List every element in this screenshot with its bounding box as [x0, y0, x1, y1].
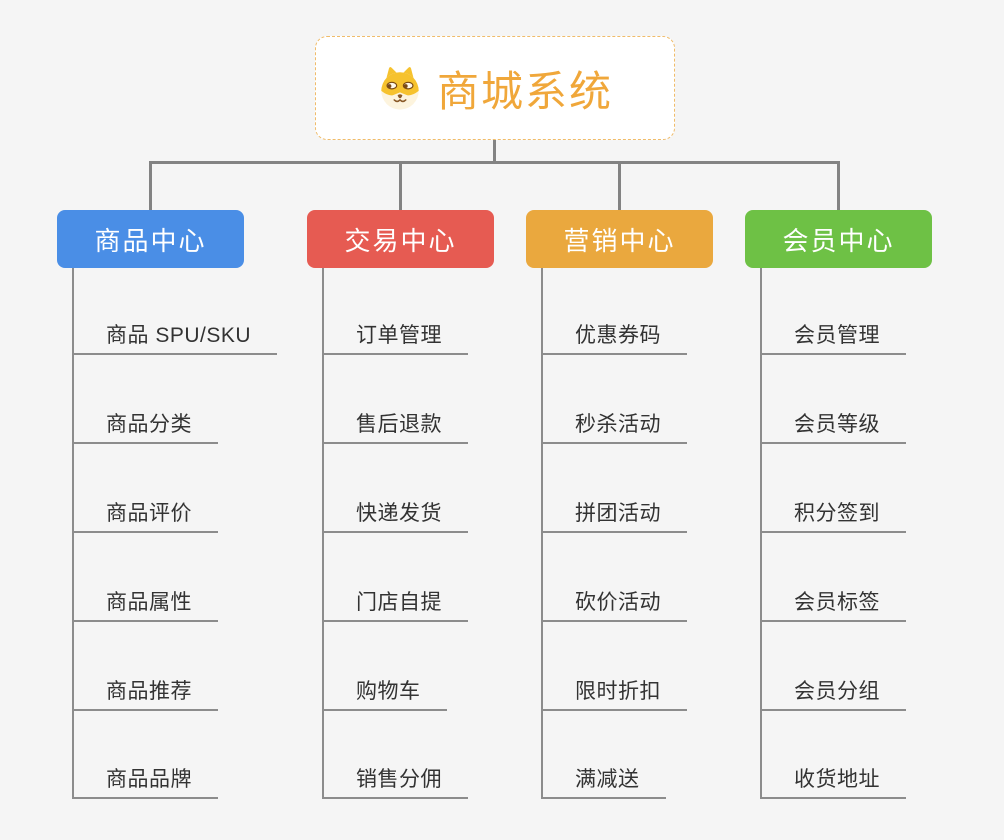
- root-title: 商城系统: [436, 67, 613, 115]
- leaf-node[interactable]: 收货地址: [760, 766, 906, 799]
- branch-trunk-line: [322, 268, 324, 799]
- leaf-node[interactable]: 售后退款: [322, 411, 468, 444]
- branch-node-marketing-center[interactable]: 营销中心: [526, 210, 713, 268]
- leaf-node[interactable]: 商品 SPU/SKU: [72, 322, 278, 355]
- branch-trunk-line: [541, 268, 543, 799]
- leaf-node[interactable]: 商品评价: [72, 500, 218, 533]
- leaf-node[interactable]: 购物车: [322, 678, 447, 711]
- connector-drop-marketing: [618, 161, 621, 210]
- leaf-node[interactable]: 秒杀活动: [541, 411, 687, 444]
- leaf-node[interactable]: 会员标签: [760, 589, 906, 622]
- connector-root-drop: [493, 140, 496, 162]
- branch-node-member-center[interactable]: 会员中心: [745, 210, 932, 268]
- root-node[interactable]: 商城系统: [315, 36, 675, 140]
- leaf-node[interactable]: 销售分佣: [322, 766, 468, 799]
- leaf-node[interactable]: 满减送: [541, 766, 666, 799]
- connector-drop-member: [837, 161, 840, 210]
- leaf-node[interactable]: 商品分类: [72, 411, 218, 444]
- connector-drop-product: [149, 161, 152, 210]
- leaf-node[interactable]: 商品推荐: [72, 678, 218, 711]
- branch-node-product-center[interactable]: 商品中心: [57, 210, 244, 268]
- shiba-dog-icon: [377, 65, 423, 111]
- leaf-node[interactable]: 会员管理: [760, 322, 906, 355]
- leaf-node[interactable]: 优惠券码: [541, 322, 687, 355]
- connector-horizontal-bar: [149, 161, 840, 164]
- leaf-node[interactable]: 拼团活动: [541, 500, 687, 533]
- leaf-node[interactable]: 门店自提: [322, 589, 468, 622]
- connector-drop-trade: [399, 161, 402, 210]
- leaf-node[interactable]: 会员等级: [760, 411, 906, 444]
- leaf-node[interactable]: 砍价活动: [541, 589, 687, 622]
- leaf-node[interactable]: 商品品牌: [72, 766, 218, 799]
- leaf-node[interactable]: 订单管理: [322, 322, 468, 355]
- leaf-node[interactable]: 会员分组: [760, 678, 906, 711]
- branch-trunk-line: [72, 268, 74, 799]
- leaf-node[interactable]: 积分签到: [760, 500, 906, 533]
- branch-node-trade-center[interactable]: 交易中心: [307, 210, 494, 268]
- branch-trunk-line: [760, 268, 762, 799]
- leaf-node[interactable]: 商品属性: [72, 589, 218, 622]
- leaf-node[interactable]: 限时折扣: [541, 678, 687, 711]
- leaf-node[interactable]: 快递发货: [322, 500, 468, 533]
